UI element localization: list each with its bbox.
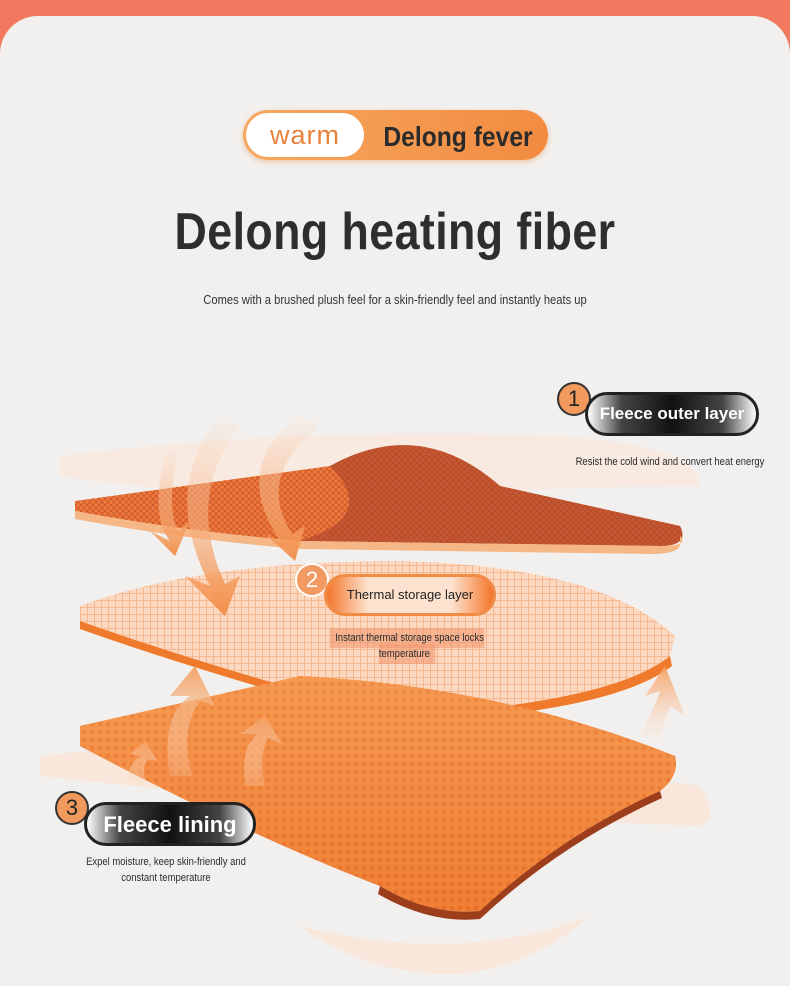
layer-2-description: Instant thermal storage space locks temp… bbox=[330, 628, 484, 664]
layer-3-name: Fleece lining bbox=[84, 802, 256, 846]
header-pill: warm Delong fever bbox=[243, 110, 548, 160]
layer-3-description: Expel moisture, keep skin-friendly and c… bbox=[86, 856, 246, 884]
layer-1-name: Fleece outer layer bbox=[585, 392, 759, 436]
content-card: warm Delong fever Delong heating fiber C… bbox=[0, 16, 790, 986]
layer-3-badge: 3 bbox=[55, 791, 89, 825]
warm-label: warm bbox=[246, 113, 364, 157]
layer-2-name: Thermal storage layer bbox=[324, 574, 496, 616]
fabric-layers-illustration bbox=[40, 416, 710, 975]
layer-1-description: Resist the cold wind and convert heat en… bbox=[575, 456, 765, 468]
layer-2-badge: 2 bbox=[295, 563, 329, 597]
page-title: Delong heating fiber bbox=[174, 203, 616, 261]
page-subtitle: Comes with a brushed plush feel for a sk… bbox=[203, 292, 587, 307]
brand-label: Delong fever bbox=[383, 121, 533, 152]
layer-2-description-box: Instant thermal storage space locks temp… bbox=[315, 628, 499, 664]
